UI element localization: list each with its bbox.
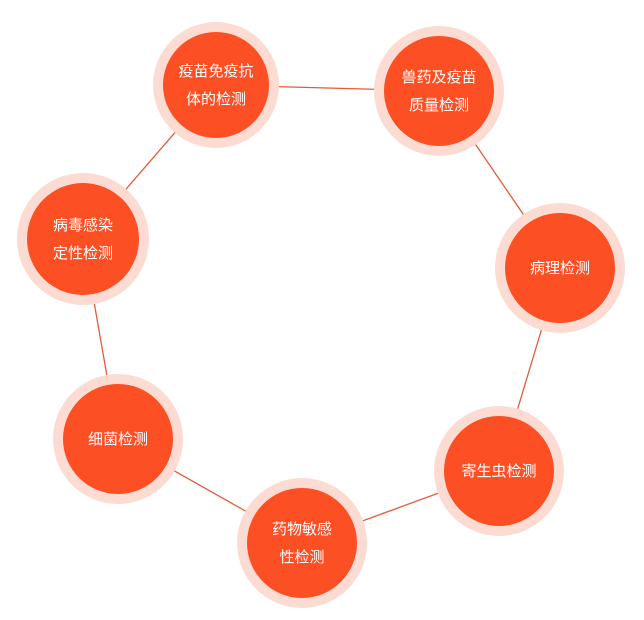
node-bacteria-label: 细菌检测	[87, 430, 148, 448]
node-parasite-label: 寄生虫检测	[461, 462, 537, 480]
node-pathology-label: 病理检测	[529, 259, 590, 277]
node-vaccine-antibody[interactable]: 疫苗免疫抗 体的检测	[153, 22, 279, 148]
node-drug-sensitivity-circle: 药物敏感 性检测	[247, 488, 357, 598]
node-parasite-circle: 寄生虫检测	[444, 416, 554, 526]
node-virus-infection-typing-circle: 病毒感染 定性检测	[27, 183, 139, 295]
node-drug-sensitivity-label-line-1: 药物敏感	[271, 520, 332, 538]
node-bacteria[interactable]: 细菌检测	[53, 374, 183, 504]
node-drug-sensitivity[interactable]: 药物敏感 性检测	[237, 478, 367, 608]
node-vaccine-antibody-label-line-1: 疫苗免疫抗	[178, 62, 254, 80]
node-vet-drug-vaccine-quality-label-line-1: 兽药及疫苗	[401, 68, 477, 86]
node-vet-drug-vaccine-quality-circle: 兽药及疫苗 质量检测	[384, 36, 494, 146]
node-virus-infection-typing[interactable]: 病毒感染 定性检测	[17, 173, 149, 305]
node-bacteria-circle: 细菌检测	[63, 384, 173, 494]
node-parasite[interactable]: 寄生虫检测	[434, 406, 564, 536]
node-vaccine-antibody-circle: 疫苗免疫抗 体的检测	[163, 32, 269, 138]
node-drug-sensitivity-label-line-2: 性检测	[279, 548, 325, 566]
node-virus-infection-typing-label-line-2: 定性检测	[52, 244, 113, 262]
node-vet-drug-vaccine-quality-label-line-2: 质量检测	[408, 96, 469, 114]
node-virus-infection-typing-label-line-1: 病毒感染	[52, 216, 113, 234]
node-vet-drug-vaccine-quality[interactable]: 兽药及疫苗 质量检测	[374, 26, 504, 156]
node-pathology[interactable]: 病理检测	[495, 203, 625, 333]
node-pathology-circle: 病理检测	[505, 213, 615, 323]
node-vaccine-antibody-label-line-2: 体的检测	[185, 90, 246, 108]
